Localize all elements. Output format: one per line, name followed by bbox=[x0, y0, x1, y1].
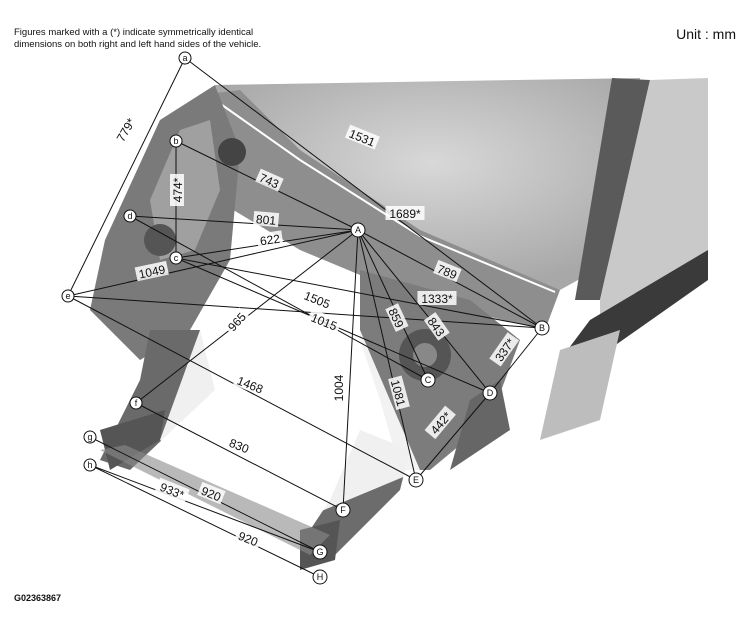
point-label: C bbox=[425, 375, 432, 385]
dimension-label-bg bbox=[234, 526, 263, 550]
point-marker bbox=[129, 396, 143, 410]
point-B: B bbox=[534, 320, 550, 336]
point-marker bbox=[335, 502, 351, 518]
dimension-label: 1689* bbox=[389, 207, 421, 221]
point-label: d bbox=[127, 211, 132, 221]
point-label: E bbox=[413, 475, 419, 485]
reference-points: A B C D E F G Ha b c d e f g h bbox=[61, 51, 550, 585]
point-e: e bbox=[61, 289, 75, 303]
point-g: g bbox=[83, 430, 97, 444]
point-G: G bbox=[312, 544, 328, 560]
point-label: f bbox=[135, 398, 138, 408]
dimension-label-bg bbox=[388, 375, 410, 411]
figure-id: G02363867 bbox=[14, 593, 62, 603]
point-marker bbox=[169, 251, 183, 265]
dimension-label-bg bbox=[255, 168, 284, 192]
dimension-label: 1081 bbox=[388, 378, 409, 408]
dimension-label: 474* bbox=[171, 177, 185, 202]
dimension-label: 1333* bbox=[421, 292, 453, 306]
point-label: H bbox=[317, 572, 324, 582]
point-label: A bbox=[355, 225, 361, 235]
point-d: d bbox=[123, 209, 137, 223]
point-label: a bbox=[182, 53, 187, 63]
point-marker bbox=[408, 472, 424, 488]
point-b: b bbox=[169, 134, 183, 148]
point-marker bbox=[312, 544, 328, 560]
dimension-line bbox=[89, 464, 321, 578]
point-A: A bbox=[350, 222, 366, 238]
dimension-label-bg bbox=[111, 112, 140, 147]
dimension-label-bg bbox=[331, 372, 345, 404]
dimension-line bbox=[489, 327, 543, 394]
point-E: E bbox=[408, 472, 424, 488]
point-label: G bbox=[316, 547, 323, 557]
point-marker bbox=[482, 385, 498, 401]
point-marker bbox=[312, 569, 328, 585]
point-marker bbox=[350, 222, 366, 238]
dimension-label: 1505 bbox=[302, 289, 332, 312]
point-marker bbox=[534, 320, 550, 336]
dimension-A-E: 1081 bbox=[356, 229, 418, 481]
point-label: g bbox=[87, 432, 92, 442]
point-label: F bbox=[340, 505, 346, 515]
point-marker bbox=[83, 430, 97, 444]
dimension-line bbox=[415, 392, 491, 481]
point-label: h bbox=[87, 460, 92, 470]
point-marker bbox=[123, 209, 137, 223]
point-label: B bbox=[539, 323, 545, 333]
dimension-label-bg bbox=[344, 124, 380, 150]
unit-label: Unit : mm bbox=[676, 26, 736, 42]
point-marker bbox=[178, 51, 192, 65]
dimension-label: 622 bbox=[259, 232, 281, 249]
point-label: D bbox=[487, 388, 494, 398]
point-D: D bbox=[482, 385, 498, 401]
dimension-label: 801 bbox=[255, 212, 276, 228]
dimension-line bbox=[356, 229, 418, 481]
point-label: e bbox=[65, 291, 70, 301]
dimension-label-bg bbox=[489, 332, 520, 367]
dimension-label-bg bbox=[424, 405, 456, 440]
dimension-label-bg bbox=[232, 371, 268, 397]
dimension-label: 1004 bbox=[332, 374, 346, 401]
point-marker bbox=[420, 372, 436, 388]
point-h: h bbox=[83, 458, 97, 472]
point-H: H bbox=[312, 569, 328, 585]
point-C: C bbox=[420, 372, 436, 388]
dimension-line bbox=[340, 229, 361, 511]
point-marker bbox=[169, 134, 183, 148]
point-marker bbox=[83, 458, 97, 472]
point-F: F bbox=[335, 502, 351, 518]
point-marker bbox=[61, 289, 75, 303]
point-label: b bbox=[173, 136, 178, 146]
symmetry-note: Figures marked with a (*) indicate symme… bbox=[14, 27, 262, 50]
point-a: a bbox=[178, 51, 192, 65]
point-label: c bbox=[174, 253, 179, 263]
dimension-A-F: 1004 bbox=[331, 229, 361, 511]
point-f: f bbox=[129, 396, 143, 410]
point-c: c bbox=[169, 251, 183, 265]
